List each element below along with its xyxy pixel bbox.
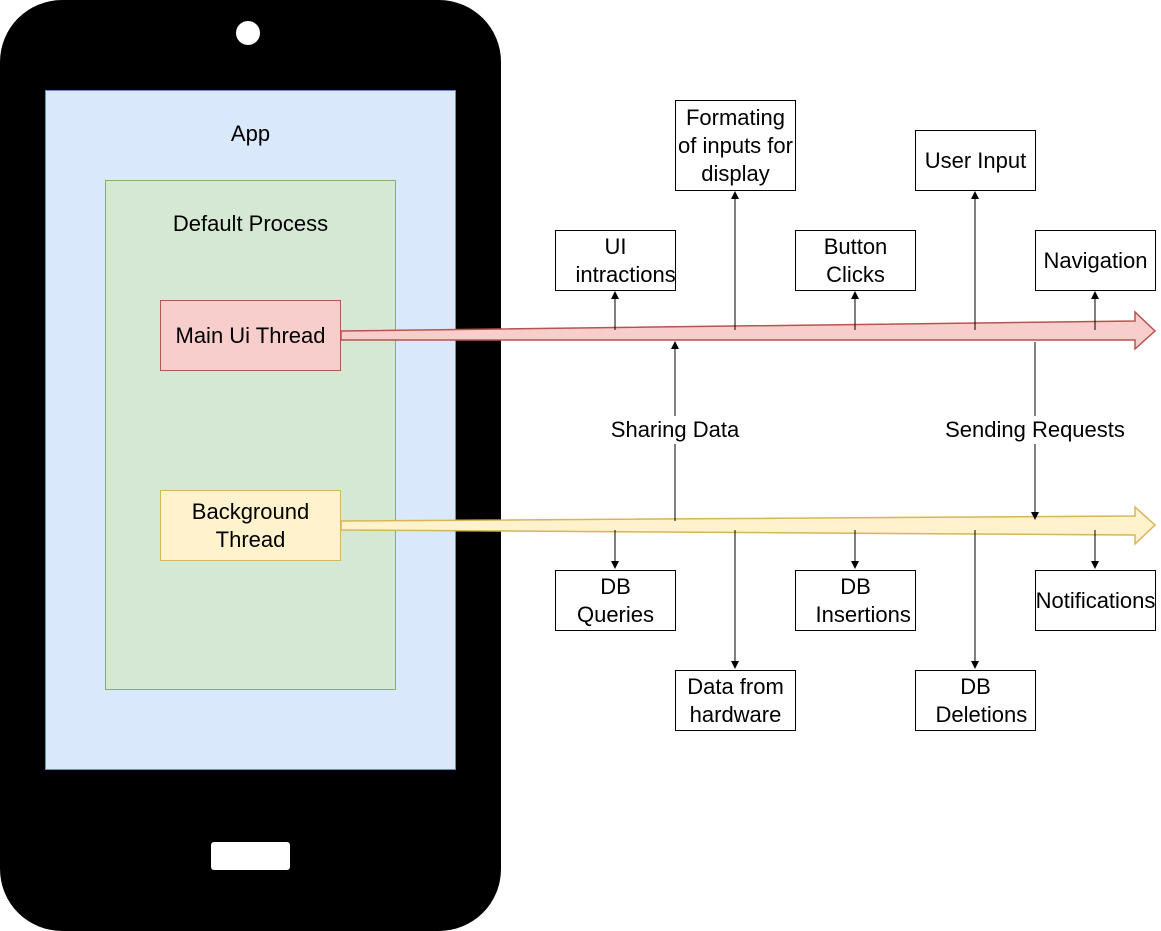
user-input-label: User Input (924, 147, 1027, 173)
formatting-box: Formating of inputs for display (675, 100, 796, 191)
sending-requests-label: Sending Requests (937, 416, 1133, 444)
db-queries-box: DB Queries (555, 570, 676, 631)
ui-interactions-box: UI intractions (555, 230, 676, 291)
default-process-label: Default Process (172, 211, 329, 236)
background-thread-box: Background Thread (160, 490, 341, 561)
ui-interactions-label: UI intractions (575, 233, 676, 287)
formatting-label: Formating of inputs for display (678, 104, 793, 186)
default-process-container (105, 180, 396, 690)
notifications-box: Notifications (1035, 570, 1156, 631)
app-label: App (230, 121, 271, 146)
db-deletions-label: DB Deletions (935, 673, 1028, 727)
data-from-hardware-box: Data from hardware (675, 670, 796, 731)
notifications-label: Notifications (1035, 587, 1156, 613)
camera-icon (236, 21, 260, 45)
home-button (211, 842, 290, 870)
db-queries-label: DB Queries (576, 573, 655, 627)
navigation-box: Navigation (1035, 230, 1156, 291)
db-insertions-box: DB Insertions (795, 570, 916, 631)
button-clicks-box: Button Clicks (795, 230, 916, 291)
button-clicks-label: Button Clicks (823, 233, 888, 287)
data-from-hardware-label: Data from hardware (687, 673, 784, 727)
navigation-label: Navigation (1043, 247, 1148, 273)
main-ui-thread-label: Main Ui Thread (175, 322, 326, 348)
main-ui-thread-box: Main Ui Thread (160, 300, 341, 371)
db-insertions-label: DB Insertions (815, 573, 911, 627)
db-deletions-box: DB Deletions (915, 670, 1036, 731)
sharing-data-label: Sharing Data (605, 416, 745, 444)
main-thread-timeline (340, 310, 1157, 351)
background-thread-label: Background Thread (191, 498, 310, 552)
background-thread-timeline (340, 505, 1157, 546)
user-input-box: User Input (915, 130, 1036, 191)
